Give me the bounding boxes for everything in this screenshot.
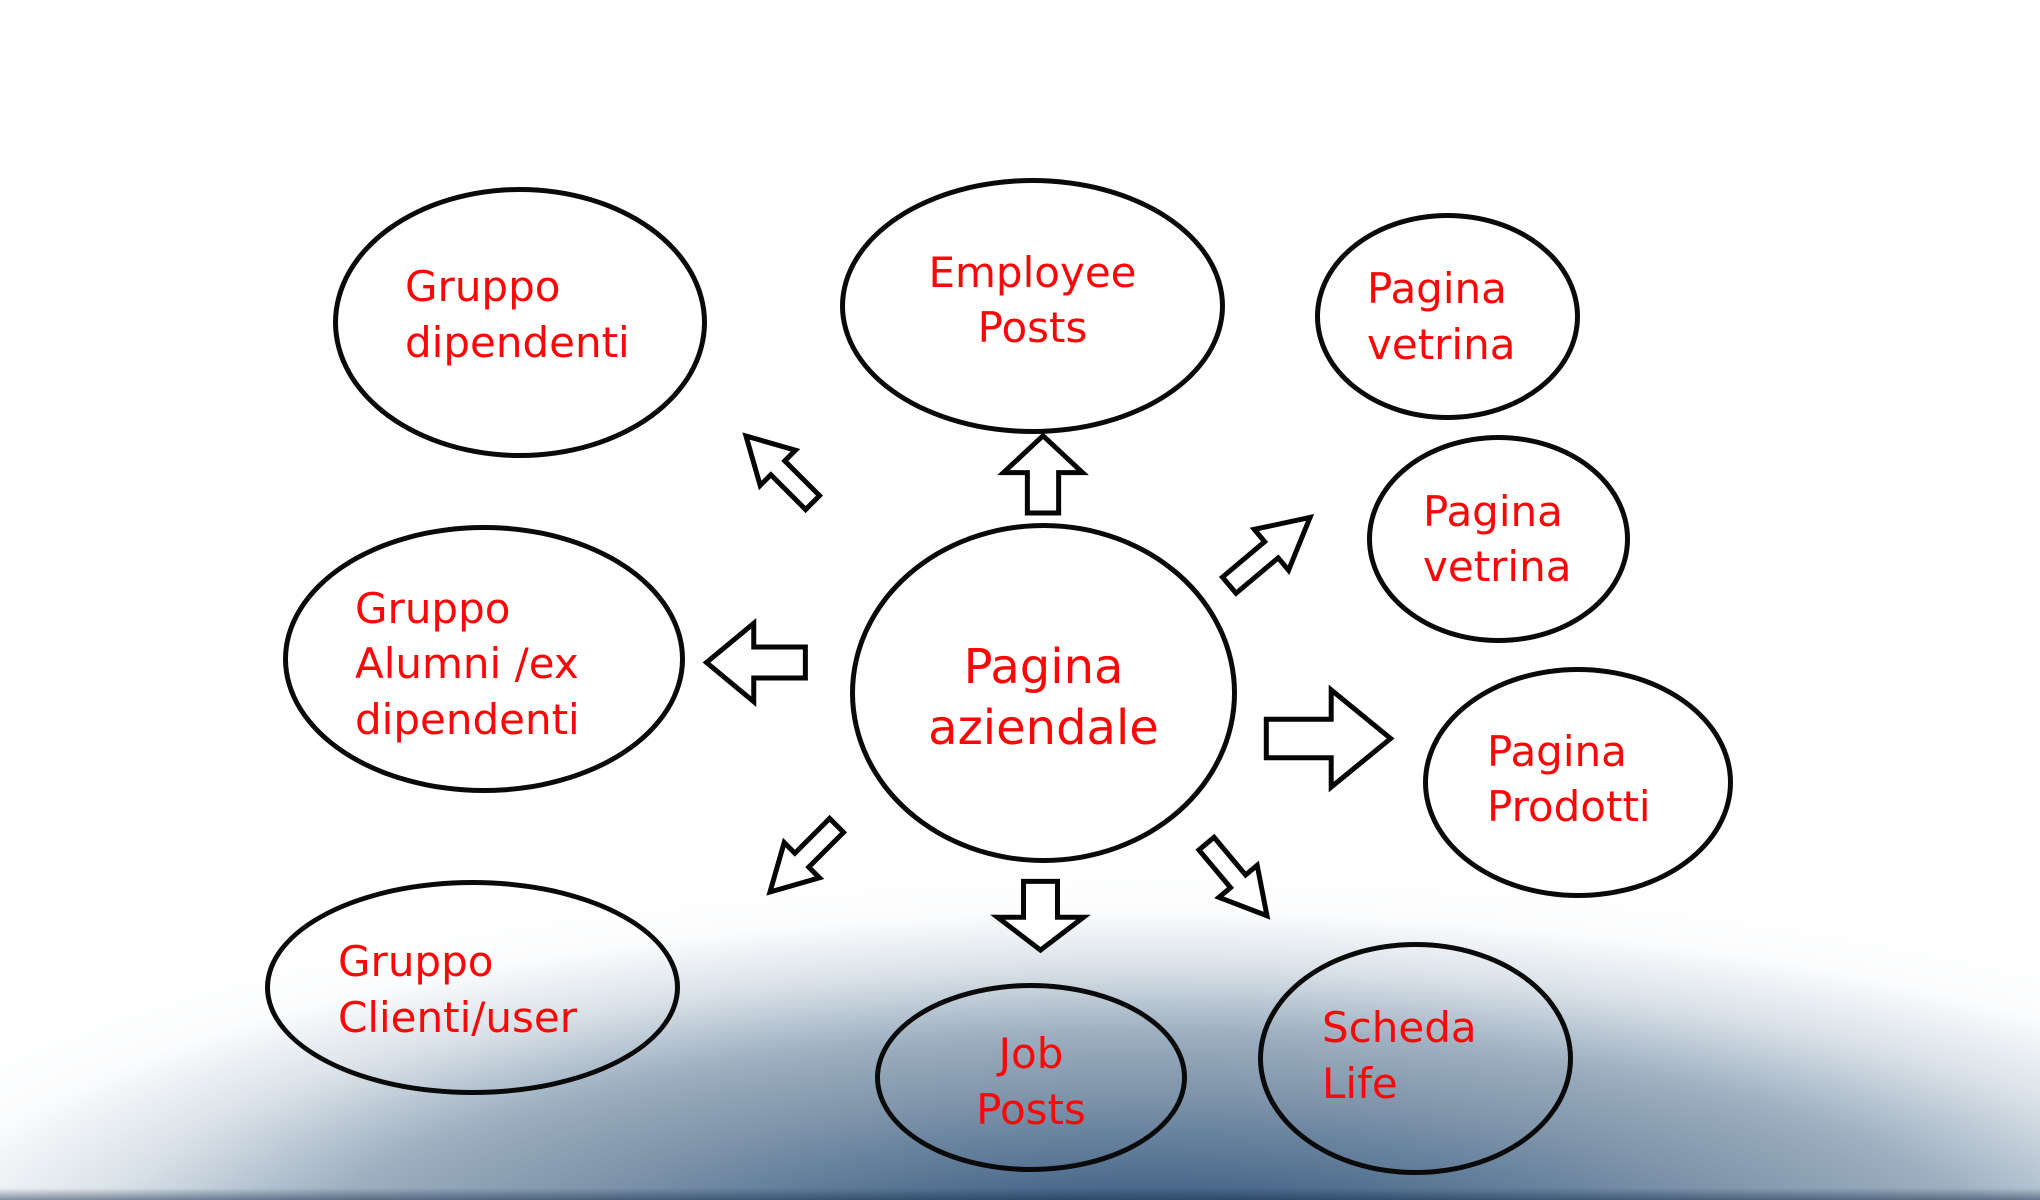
label-line: Prodotti <box>1487 782 1651 831</box>
arrow-right-icon <box>1263 682 1395 795</box>
label-line: Pagina <box>963 638 1124 695</box>
label-line: Employee <box>928 247 1137 297</box>
label-line: Pagina <box>1487 726 1627 776</box>
node-label: Employee Posts <box>928 245 1136 356</box>
node-label: Gruppo dipendenti <box>405 259 630 370</box>
label-line: Clienti/user <box>338 992 578 1042</box>
node-gruppo-alumni: Gruppo Alumni /ex dipendenti <box>283 525 685 793</box>
node-label: Pagina aziendale <box>928 637 1159 760</box>
label-line: Life <box>1322 1058 1398 1108</box>
node-label: Pagina vetrina <box>1423 484 1571 595</box>
arrow-up-left-icon <box>723 413 835 525</box>
node-job-posts: Job Posts <box>875 983 1187 1172</box>
node-pagina-vetrina-right: Pagina vetrina <box>1367 435 1630 643</box>
label-line: Alumni /ex <box>355 639 579 689</box>
node-gruppo-clienti: Gruppo Clienti/user <box>265 880 680 1095</box>
label-line: Posts <box>977 303 1088 352</box>
node-pagina-aziendale: Pagina aziendale <box>850 523 1237 863</box>
label-line: Pagina <box>1367 264 1507 314</box>
node-label: Pagina Prodotti <box>1487 724 1651 835</box>
arrow-down-icon <box>991 880 1091 953</box>
bottom-edge-shade <box>0 1188 2040 1200</box>
arrow-up-icon <box>997 433 1089 515</box>
label-line: vetrina <box>1367 319 1516 369</box>
label-line: Gruppo <box>355 583 511 633</box>
label-line: Job <box>998 1029 1064 1079</box>
arrow-down-right-icon <box>1183 823 1292 937</box>
node-label: Gruppo Clienti/user <box>338 934 577 1045</box>
label-line: Gruppo <box>338 937 494 987</box>
arrow-down-left-icon <box>747 803 859 915</box>
node-label: Gruppo Alumni /ex dipendenti <box>355 581 580 747</box>
label-line: aziendale <box>928 700 1159 756</box>
node-gruppo-dipendenti: Gruppo dipendenti <box>333 187 707 458</box>
node-label: Pagina vetrina <box>1367 261 1515 372</box>
node-employee-posts: Employee Posts <box>840 178 1225 434</box>
arrow-left-icon <box>703 617 808 708</box>
node-pagina-vetrina-top: Pagina vetrina <box>1315 213 1580 420</box>
node-pagina-prodotti: Pagina Prodotti <box>1423 667 1733 898</box>
label-line: Scheda <box>1322 1003 1477 1053</box>
label-line: Gruppo <box>405 262 561 312</box>
node-label: Job Posts <box>976 1026 1086 1137</box>
node-scheda-life: Scheda Life <box>1258 942 1573 1175</box>
node-label: Scheda Life <box>1322 1000 1477 1111</box>
arrow-up-right-icon <box>1207 491 1333 610</box>
label-line: dipendenti <box>405 317 630 367</box>
label-line: vetrina <box>1423 542 1572 591</box>
label-line: Posts <box>976 1084 1086 1134</box>
label-line: Pagina <box>1423 486 1563 536</box>
label-line: dipendenti <box>355 694 580 744</box>
